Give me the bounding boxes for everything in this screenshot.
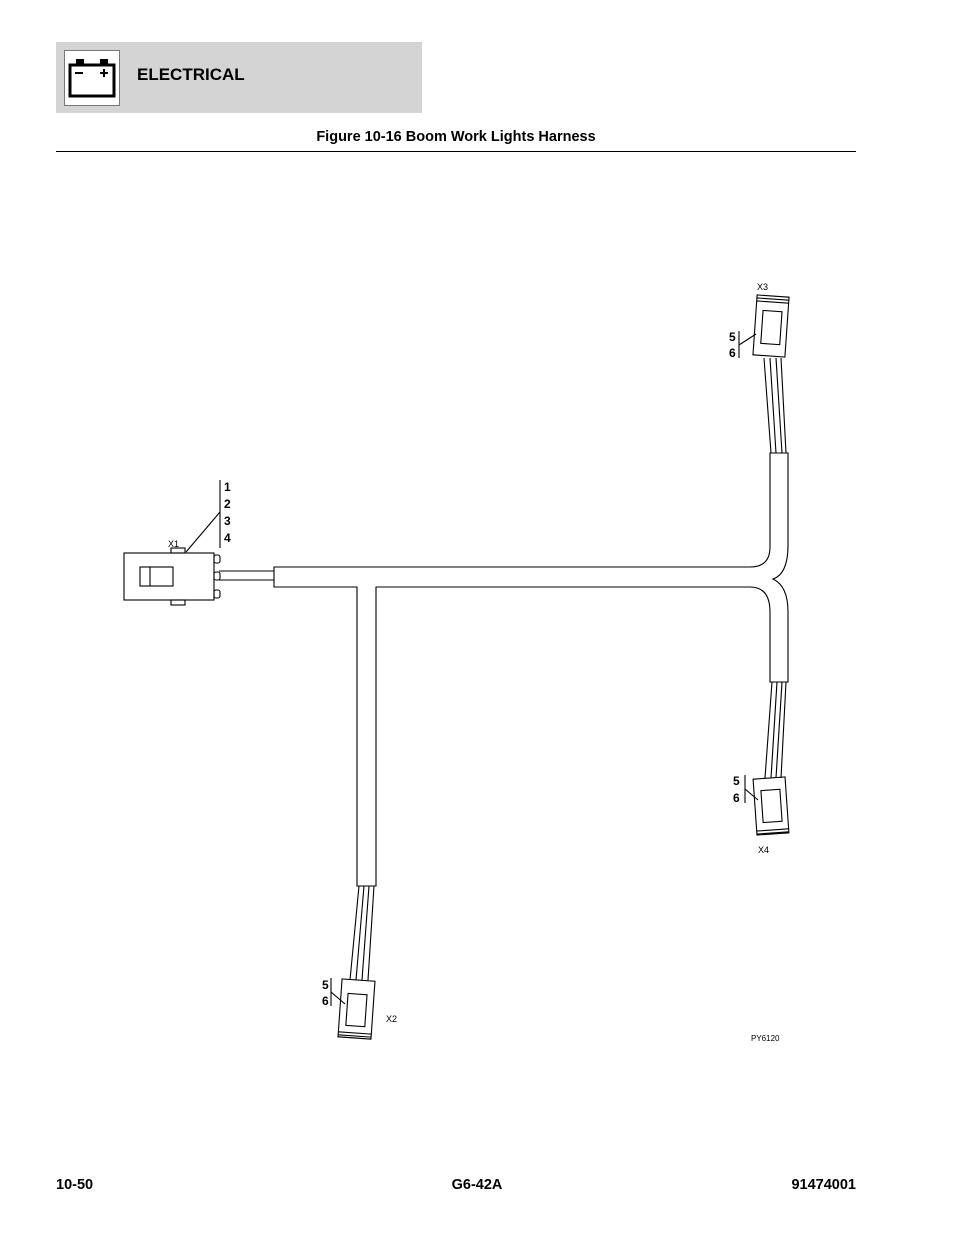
x4-pin-5: 5 — [733, 774, 740, 788]
x2-label: X2 — [386, 1014, 397, 1024]
x4-leader — [744, 788, 759, 801]
x1-pin-3: 3 — [224, 514, 231, 528]
battery-icon-box — [64, 50, 120, 106]
x3-pin-5: 5 — [729, 330, 736, 344]
x3-label: X3 — [757, 282, 768, 292]
connector-x3 — [752, 294, 790, 358]
page-number: 10-50 — [56, 1177, 94, 1193]
model-number: G6-42A — [451, 1177, 503, 1193]
x3-leader — [738, 333, 757, 346]
connector-x2 — [337, 978, 376, 1040]
x1-leader — [185, 511, 221, 553]
part-number: 91474001 — [791, 1177, 856, 1193]
x2-pin-6: 6 — [322, 994, 329, 1008]
x2-leader — [330, 991, 346, 1005]
x1-pin-1: 1 — [224, 480, 231, 494]
x4-pin-6: 6 — [733, 791, 740, 805]
section-title: ELECTRICAL — [137, 65, 245, 84]
x3-pin-6: 6 — [729, 346, 736, 360]
battery-icon — [68, 59, 116, 98]
header-rule — [56, 151, 856, 152]
figure-title: Figure 10-16 Boom Work Lights Harness — [316, 129, 596, 145]
connector-x4 — [752, 776, 790, 836]
x1-pin-4: 4 — [224, 531, 231, 545]
drawing-id: PY6120 — [751, 1034, 780, 1043]
x4-label: X4 — [758, 845, 769, 855]
x2-pin-5: 5 — [322, 978, 329, 992]
connector-x1 — [123, 547, 221, 606]
x1-pin-2: 2 — [224, 497, 231, 511]
header-band: ELECTRICAL — [56, 42, 422, 113]
x1-label: X1 — [168, 539, 179, 549]
harness-trunk — [273, 452, 789, 887]
